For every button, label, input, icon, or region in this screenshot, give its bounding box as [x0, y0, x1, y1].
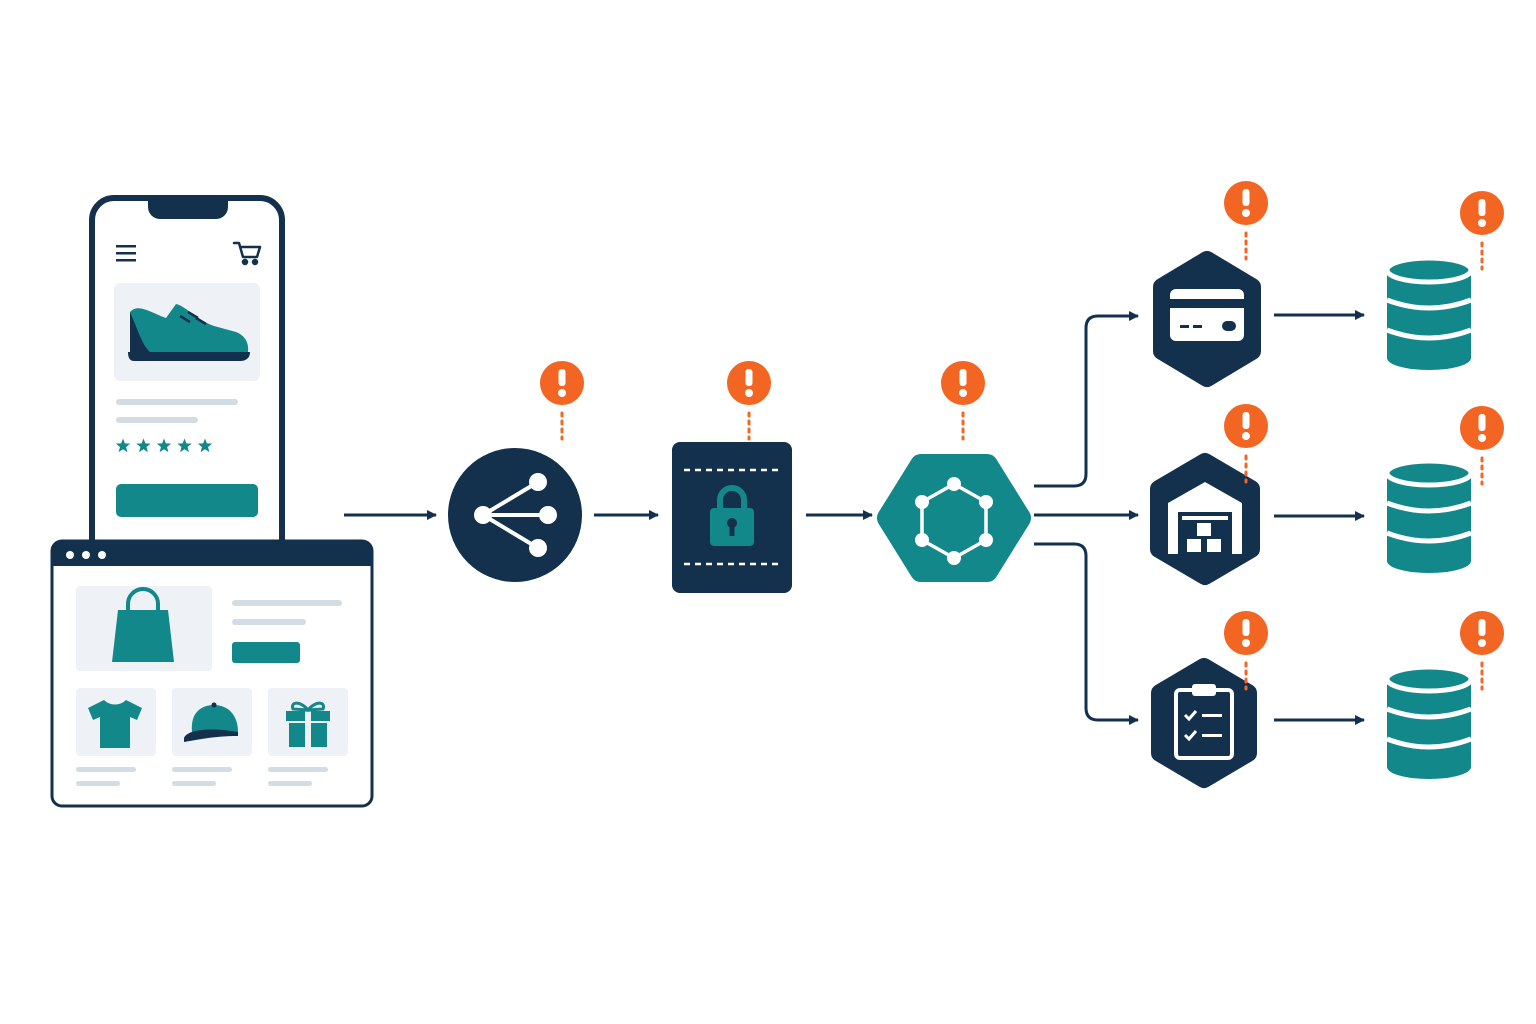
buy-button[interactable] [116, 484, 258, 517]
text-placeholder [268, 781, 312, 786]
shopping-bag-icon [112, 587, 174, 662]
text-placeholder [172, 767, 232, 772]
add-to-cart-button[interactable] [232, 642, 300, 663]
cap-icon [184, 702, 238, 742]
exclamation-icon[interactable] [939, 359, 987, 441]
mobile-shop-icon [89, 195, 285, 601]
exclamation-icon[interactable] [1222, 179, 1270, 261]
database-icon [1387, 667, 1471, 779]
menu-icon[interactable] [116, 245, 136, 262]
connections [344, 310, 1365, 725]
credit-card-icon [1153, 251, 1261, 387]
gift-icon [286, 701, 330, 747]
database-icon [1387, 258, 1471, 370]
title-placeholder [116, 399, 238, 405]
exclamation-icon[interactable] [725, 359, 773, 441]
star-icon [177, 438, 192, 453]
sneaker-icon [128, 304, 250, 361]
hexagon-network-icon [877, 454, 1031, 582]
text-placeholder [232, 600, 342, 606]
star-icon [197, 438, 213, 453]
browser-titlebar [52, 541, 372, 566]
tshirt-icon [88, 700, 142, 748]
star-icon [115, 438, 131, 453]
star-icon [156, 438, 172, 453]
share-nodes-icon [448, 448, 582, 582]
web-shop-icon [50, 539, 374, 808]
arrow-hub-to-payment [1034, 311, 1139, 488]
lock-icon [672, 442, 792, 593]
text-placeholder [172, 781, 216, 786]
window-dot[interactable] [98, 551, 106, 559]
exclamation-icon[interactable] [1458, 189, 1506, 271]
star-icon [136, 438, 151, 453]
database-icon [1387, 461, 1471, 573]
subtitle-placeholder [116, 417, 198, 423]
exclamation-icon[interactable] [538, 359, 586, 441]
clipboard-checklist-icon [1151, 658, 1257, 788]
cart-icon[interactable] [232, 241, 262, 266]
text-placeholder [268, 767, 328, 772]
warehouse-icon [1150, 453, 1260, 585]
window-dot[interactable] [66, 551, 74, 559]
text-placeholder [232, 619, 306, 625]
window-dot[interactable] [82, 551, 90, 559]
rating-stars-icon [115, 438, 213, 453]
text-placeholder [76, 767, 136, 772]
text-placeholder [76, 781, 120, 786]
phone-notch [148, 201, 228, 219]
arrow-hub-to-orders [1034, 542, 1139, 725]
